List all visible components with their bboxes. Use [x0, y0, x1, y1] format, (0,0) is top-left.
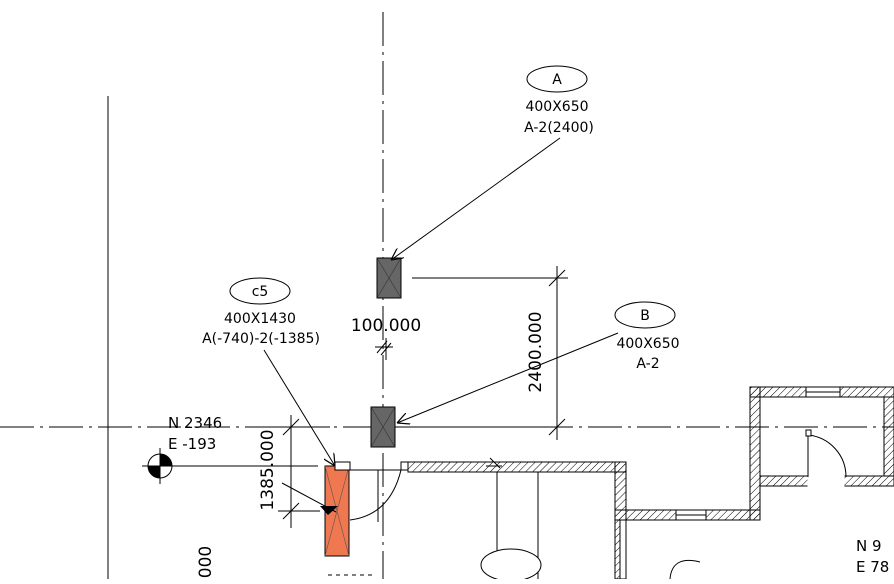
dim-1385-tick-top	[282, 418, 300, 436]
dim-100-label[interactable]: 100.000	[351, 316, 421, 336]
tag-a-size: 400X650	[525, 99, 588, 115]
tag-b-size: 400X650	[616, 336, 679, 352]
spot-coord-right-north: N 9	[856, 537, 882, 555]
tag-b-leader	[397, 332, 619, 423]
spot-coord-north: N 2346	[168, 414, 222, 432]
dim-1385-label[interactable]: 1385.000	[258, 429, 278, 510]
dim-bottom-partial-label[interactable]: 000	[196, 546, 216, 578]
walls[interactable]	[334, 386, 894, 580]
tag-a-letter: A	[552, 72, 562, 88]
tag-b-bubble[interactable]	[614, 301, 676, 329]
door-jamb	[805, 429, 812, 437]
spot-coord-quadrant-icon	[160, 454, 172, 466]
column-c5-diagonal	[324, 465, 350, 557]
fixture-curve	[669, 559, 701, 580]
door-swing	[349, 469, 402, 521]
tag-c5-ref: A(-740)-2(-1385)	[202, 331, 320, 347]
wall-segment	[619, 519, 627, 580]
spot-coord-quadrant-icon	[148, 466, 160, 478]
door-opening	[807, 475, 845, 487]
tag-c5-letter: c5	[252, 284, 269, 300]
tag-a-bubble[interactable]	[526, 65, 588, 93]
wall-segment	[749, 386, 761, 521]
tag-a-ref: A-2(2400)	[524, 120, 594, 136]
tag-a-leader	[391, 137, 561, 260]
fixture-basin	[480, 548, 542, 582]
wall-segment	[334, 461, 351, 471]
tag-c5-size: 400X1430	[224, 311, 296, 327]
wall-segment	[883, 396, 894, 477]
dim-1385-arrowhead	[320, 506, 338, 515]
dim-100-tick	[376, 340, 388, 354]
wall-segment	[407, 461, 627, 473]
tag-b-letter: B	[640, 308, 650, 324]
tag-b-ref: A-2	[636, 356, 659, 372]
dim-1385-tick-bottom	[282, 502, 300, 520]
tag-c5-leader	[263, 349, 335, 466]
dim-2400-label[interactable]: 2400.000	[526, 311, 546, 392]
spot-coord-right-east: E 78	[856, 558, 889, 576]
dim-2400-tick-bottom	[548, 418, 566, 436]
tag-c5-bubble[interactable]	[229, 277, 291, 305]
door-swing	[807, 434, 847, 478]
column-a-diagonal	[376, 257, 402, 299]
dim-2400-tick-top	[548, 269, 566, 287]
wall-segment	[400, 461, 409, 471]
column-b-diagonal	[370, 406, 396, 448]
spot-coord-east: E -193	[168, 435, 216, 453]
